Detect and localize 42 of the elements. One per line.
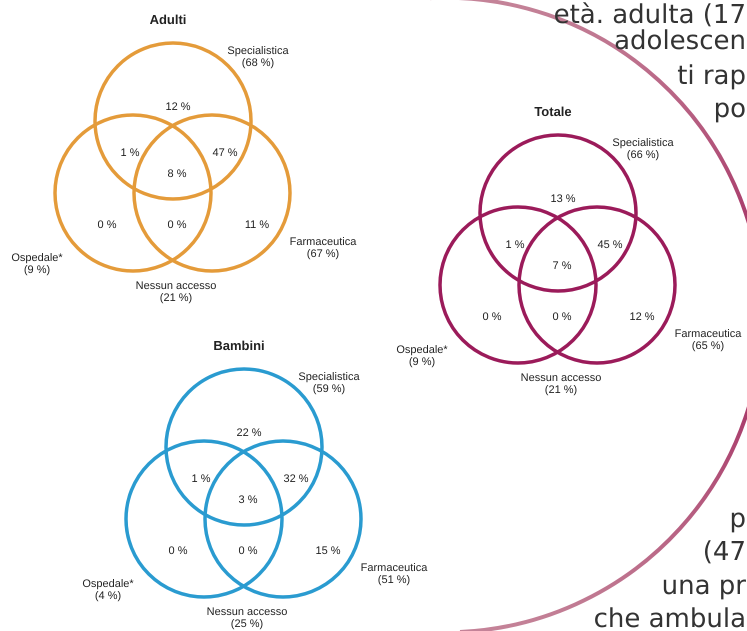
set-label: Nessun accesso (21 %)	[134, 280, 218, 304]
percentage-label: 0 %	[552, 311, 572, 323]
set-label: Ospedale* (9 %)	[10, 252, 64, 276]
body-text: ti rap	[677, 61, 746, 91]
set-label: Farmaceutica (67 %)	[288, 236, 358, 260]
percentage-label: 45 %	[597, 239, 623, 251]
percentage-label: 8 %	[168, 168, 186, 180]
body-text: una pr	[662, 571, 746, 601]
set-label: Ospedale* (9 %)	[395, 344, 449, 368]
percentage-label: 22 %	[236, 427, 262, 439]
set-label: Specialistica (68 %)	[226, 45, 290, 69]
body-text: che ambula	[594, 604, 746, 631]
set-label: Specialistica (66 %)	[611, 137, 675, 161]
set-label: Nessun accesso (21 %)	[520, 372, 602, 396]
percentage-label: 11 %	[244, 219, 270, 231]
percentage-label: 13 %	[550, 193, 576, 205]
percentage-label: 0 %	[168, 219, 186, 231]
venn-title: Bambini	[213, 340, 265, 352]
venn-title: Adulti	[150, 14, 186, 26]
percentage-label: 0 %	[168, 545, 188, 557]
set-label: Farmaceutica (51 %)	[360, 562, 428, 586]
percentage-label: 0 %	[238, 545, 258, 557]
set-label: Farmaceutica (65 %)	[674, 328, 742, 352]
percentage-label: 32 %	[283, 473, 309, 485]
body-text: po	[714, 94, 746, 124]
venn-title: Totale	[534, 106, 572, 118]
set-label: Ospedale* (4 %)	[81, 578, 135, 602]
body-text: (47	[702, 537, 746, 567]
percentage-label: 12 %	[165, 101, 191, 113]
percentage-label: 1 %	[120, 147, 140, 159]
percentage-label: 7 %	[552, 260, 572, 272]
percentage-label: 0 %	[482, 311, 502, 323]
percentage-label: 0 %	[98, 219, 116, 231]
set-label: Nessun accesso (25 %)	[206, 606, 288, 630]
set-label: Specialistica (59 %)	[297, 371, 361, 395]
percentage-label: 15 %	[315, 545, 341, 557]
percentage-label: 12 %	[629, 311, 655, 323]
percentage-label: 47 %	[212, 147, 238, 159]
percentage-label: 1 %	[192, 473, 210, 485]
percentage-label: 1 %	[506, 239, 524, 251]
body-text: p	[729, 504, 746, 534]
percentage-label: 3 %	[238, 494, 258, 506]
